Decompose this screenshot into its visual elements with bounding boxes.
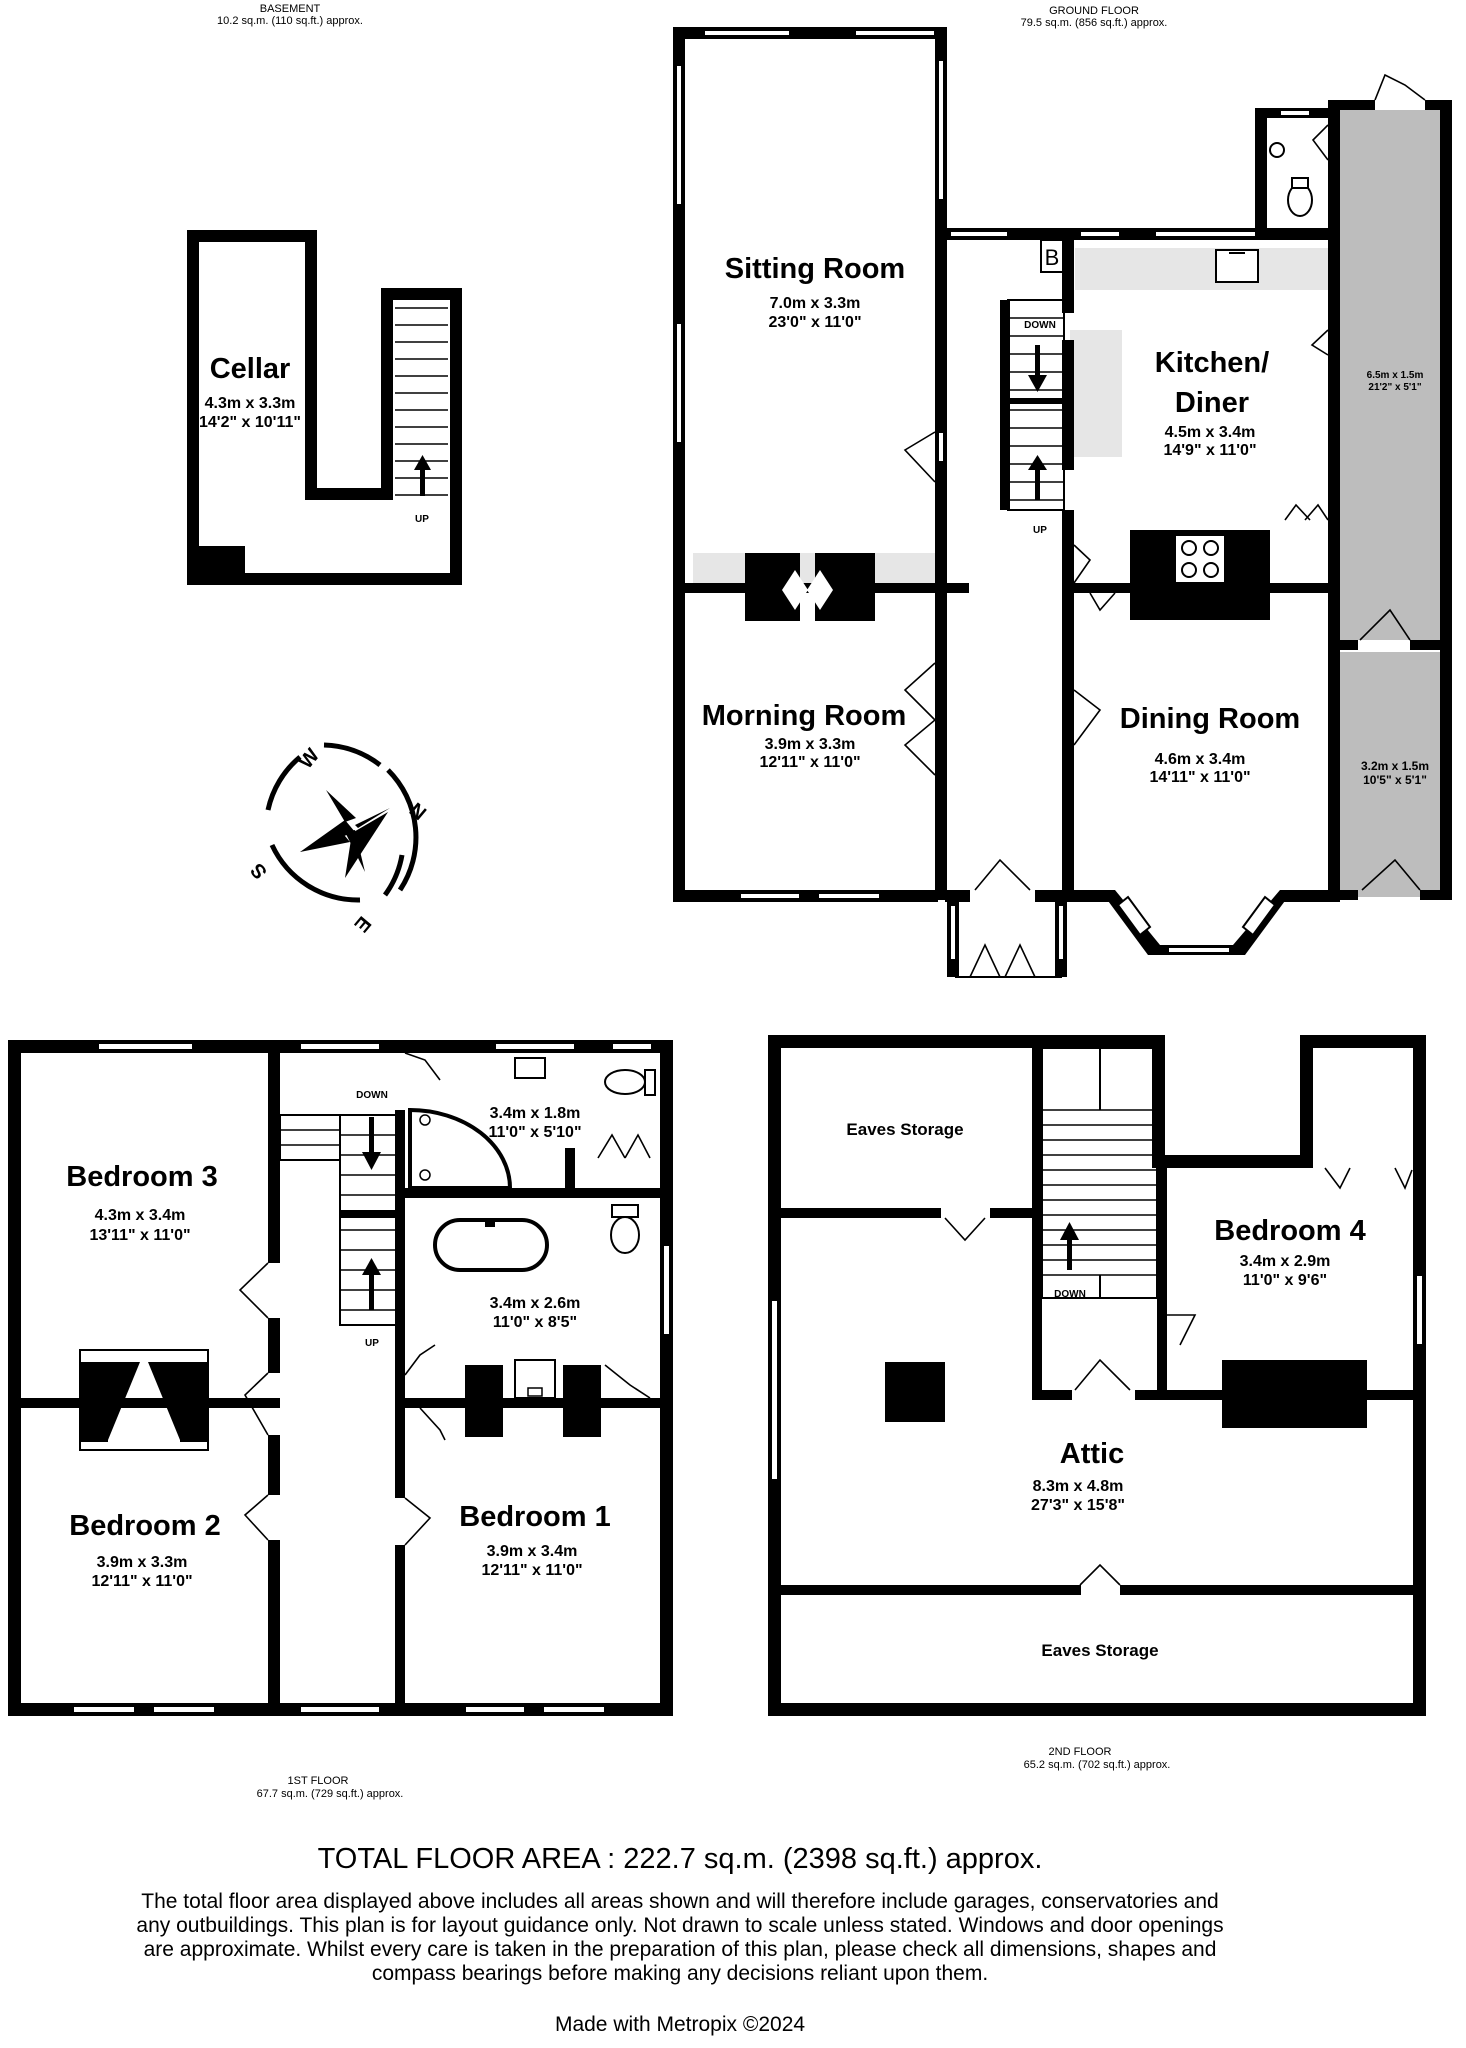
kitchen-dim-m: 4.5m x 3.4m [1165, 424, 1256, 441]
second-stairs-down-label: DOWN [1054, 1289, 1086, 1300]
morning-room-name: Morning Room [702, 700, 907, 732]
cellar-dim-m: 4.3m x 3.3m [205, 395, 296, 412]
bedroom4-name: Bedroom 4 [1214, 1215, 1365, 1247]
made-with-credit: Made with Metropix ©2024 [554, 2013, 806, 2036]
bedroom3-name: Bedroom 3 [66, 1161, 217, 1193]
compass-w: W [295, 745, 324, 774]
disclaimer-text: The total floor area displayed above inc… [136, 1890, 1224, 1985]
dining-room-dim-ft: 14'11" x 11'0" [1149, 769, 1250, 786]
first-floor-plan: DOWN UP Bedroom 3 [8, 1040, 673, 1800]
sitting-room-name: Sitting Room [725, 253, 905, 285]
compass-rose-icon: W N S E [246, 742, 430, 936]
ground-floor-plan: GROUND FLOOR 79.5 sq.m. (856 sq.ft.) app… [673, 5, 1452, 978]
second-floor-plan: DOWN Eaves Storage Bedroom 4 3.4m x 2.9m… [768, 1035, 1426, 1771]
kitchen-name-line1: Kitchen/ [1155, 347, 1269, 379]
first-floor-title: 1ST FLOOR [288, 1775, 349, 1787]
bedroom1-dim-m: 3.9m x 3.4m [487, 1543, 578, 1560]
ground-stairs-down-label: DOWN [1024, 320, 1056, 331]
shower-room-dim-ft: 11'0" x 5'10" [488, 1124, 581, 1141]
bathroom-dim-ft: 11'0" x 8'5" [493, 1314, 577, 1331]
total-floor-area: TOTAL FLOOR AREA : 222.7 sq.m. (2398 sq.… [317, 1843, 1043, 1875]
sitting-room-dim-ft: 23'0" x 11'0" [768, 314, 861, 331]
attic-name: Attic [1060, 1438, 1124, 1470]
bedroom3-dim-ft: 13'11" x 11'0" [89, 1227, 190, 1244]
morning-room-dim-m: 3.9m x 3.3m [765, 736, 856, 753]
bedroom4-dim-ft: 11'0" x 9'6" [1243, 1272, 1327, 1289]
bedroom1-dim-ft: 12'11" x 11'0" [481, 1562, 582, 1579]
bedroom2-dim-m: 3.9m x 3.3m [97, 1554, 188, 1571]
first-stairs-down-label: DOWN [356, 1090, 388, 1101]
eaves-storage-bottom-name: Eaves Storage [1041, 1641, 1158, 1660]
basement-title: BASEMENT [260, 3, 321, 15]
attic-dim-ft: 27'3" x 15'8" [1031, 1497, 1125, 1514]
second-floor-title: 2ND FLOOR [1049, 1746, 1112, 1758]
cellar-name: Cellar [210, 353, 291, 385]
ground-title: GROUND FLOOR [1049, 5, 1139, 17]
eaves-storage-top-name: Eaves Storage [846, 1120, 963, 1139]
second-stairs: DOWN [1032, 1047, 1167, 1398]
cellar-stairs-up-label: UP [415, 514, 429, 525]
dining-room-dim-m: 4.6m x 3.4m [1155, 751, 1246, 768]
side-passage-lower-dim-m: 3.2m x 1.5m [1361, 759, 1429, 773]
boiler-label: B [1045, 245, 1060, 270]
cellar-stairs: UP [395, 307, 448, 525]
ground-stairs-up-label: UP [1033, 525, 1047, 536]
bedroom3-dim-m: 4.3m x 3.4m [95, 1207, 186, 1224]
side-passage-upper-dim-m: 6.5m x 1.5m [1367, 370, 1424, 381]
bedroom1-name: Bedroom 1 [459, 1501, 610, 1533]
kitchen-name-line2: Diner [1175, 387, 1249, 419]
first-stairs: DOWN UP [279, 1090, 405, 1349]
kitchen-dim-ft: 14'9" x 11'0" [1163, 442, 1256, 459]
basement-area: 10.2 sq.m. (110 sq.ft.) approx. [217, 15, 363, 27]
bedroom2-name: Bedroom 2 [69, 1510, 220, 1542]
side-passage-lower-dim-ft: 10'5" x 5'1" [1363, 773, 1427, 787]
basement-plan: BASEMENT 10.2 sq.m. (110 sq.ft.) approx. [187, 3, 462, 585]
first-stairs-up-label: UP [365, 1338, 379, 1349]
ground-stairs: DOWN UP [1000, 299, 1065, 536]
bedroom2-dim-ft: 12'11" x 11'0" [91, 1573, 192, 1590]
attic-dim-m: 8.3m x 4.8m [1033, 1478, 1124, 1495]
morning-room-dim-ft: 12'11" x 11'0" [759, 754, 860, 771]
sitting-room-dim-m: 7.0m x 3.3m [770, 295, 861, 312]
cellar-dim-ft: 14'2" x 10'11" [199, 414, 301, 431]
ground-area: 79.5 sq.m. (856 sq.ft.) approx. [1021, 17, 1168, 29]
compass-s: S [246, 859, 271, 883]
bedroom4-dim-m: 3.4m x 2.9m [1240, 1253, 1331, 1270]
shower-room-dim-m: 3.4m x 1.8m [490, 1105, 581, 1122]
side-passage-upper-dim-ft: 21'2" x 5'1" [1368, 382, 1421, 393]
bathroom-dim-m: 3.4m x 2.6m [490, 1295, 581, 1312]
first-floor-area: 67.7 sq.m. (729 sq.ft.) approx. [257, 1788, 404, 1800]
dining-room-name: Dining Room [1120, 703, 1300, 735]
second-floor-area: 65.2 sq.m. (702 sq.ft.) approx. [1024, 1759, 1171, 1771]
compass-e: E [350, 912, 375, 936]
